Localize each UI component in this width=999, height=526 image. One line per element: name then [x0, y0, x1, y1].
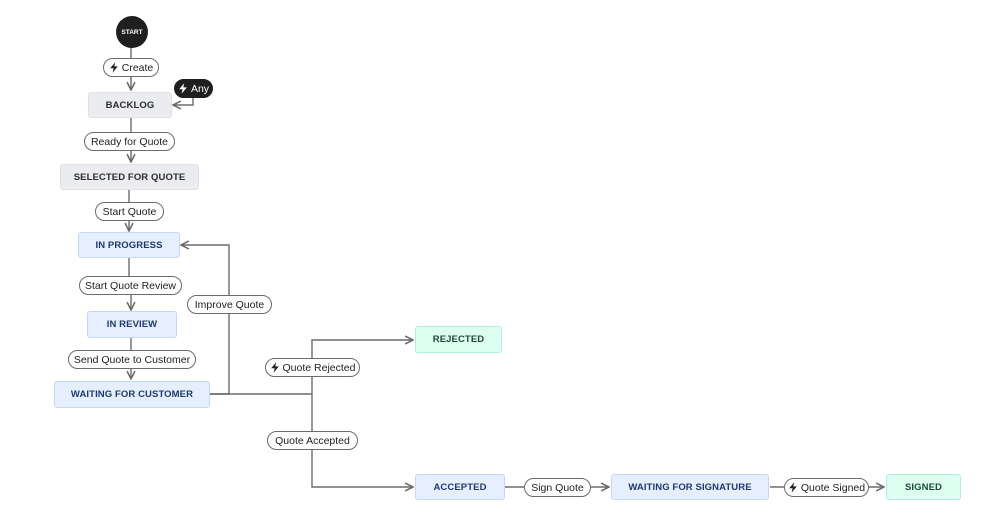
status-signed[interactable]: SIGNED	[886, 474, 961, 500]
transition-sign-quote[interactable]: Sign Quote	[524, 478, 591, 497]
status-label: WAITING FOR CUSTOMER	[70, 389, 194, 400]
edge-accepted	[311, 394, 413, 487]
edge-inprogress-inreview	[129, 258, 131, 310]
status-waiting-for-signature[interactable]: WAITING FOR SIGNATURE	[611, 474, 769, 500]
status-label: IN REVIEW	[106, 319, 158, 330]
status-label: SELECTED FOR QUOTE	[73, 171, 186, 183]
transition-label: Quote Accepted	[275, 434, 350, 447]
status-label: REJECTED	[432, 334, 485, 345]
status-label: WAITING FOR SIGNATURE	[628, 481, 752, 493]
lightning-bolt-icon	[788, 482, 798, 493]
status-selected-for-quote[interactable]: SELECTED FOR QUOTE	[60, 164, 199, 190]
edge-any-backlog	[173, 97, 194, 105]
transition-start-quote[interactable]: Start Quote	[95, 202, 164, 221]
transition-label: Start Quote Review	[84, 279, 177, 292]
transition-quote-rejected[interactable]: Quote Rejected	[265, 358, 360, 377]
transition-quote-signed[interactable]: Quote Signed	[784, 478, 869, 497]
transition-create[interactable]: Create	[103, 58, 159, 77]
status-in-review[interactable]: IN REVIEW	[87, 311, 177, 338]
transition-label: Start Quote	[102, 205, 157, 218]
transition-any[interactable]: Any	[174, 79, 213, 98]
status-label: SIGNED	[904, 481, 943, 493]
transition-label: Sign Quote	[531, 481, 584, 494]
transition-label: Ready for Quote	[90, 135, 169, 148]
transition-label: Send Quote to Customer	[73, 353, 191, 366]
status-waiting-for-customer[interactable]: WAITING FOR CUSTOMER	[54, 381, 210, 408]
status-backlog[interactable]: BACKLOG	[88, 92, 172, 118]
transition-label: Any	[190, 82, 210, 95]
transition-improve-quote[interactable]: Improve Quote	[187, 295, 272, 314]
edge-improve-quote-loop	[181, 245, 230, 395]
lightning-bolt-icon	[109, 62, 119, 73]
transition-ready-for-quote[interactable]: Ready for Quote	[84, 132, 175, 151]
start-label: START	[121, 28, 143, 36]
status-in-progress[interactable]: IN PROGRESS	[78, 232, 180, 258]
status-rejected[interactable]: REJECTED	[415, 326, 502, 353]
status-label: IN PROGRESS	[95, 239, 163, 251]
transition-label: Quote Signed	[800, 481, 866, 494]
start-node: START	[116, 16, 148, 48]
lightning-bolt-icon	[178, 83, 188, 94]
transition-label: Improve Quote	[194, 298, 265, 311]
status-label: BACKLOG	[105, 99, 155, 111]
transition-send-quote-to-customer[interactable]: Send Quote to Customer	[68, 350, 196, 369]
status-accepted[interactable]: ACCEPTED	[415, 474, 505, 500]
transition-label: Quote Rejected	[282, 361, 356, 374]
transition-quote-accepted[interactable]: Quote Accepted	[267, 431, 358, 450]
transition-label: Create	[121, 61, 154, 74]
lightning-bolt-icon	[270, 362, 280, 373]
transition-start-quote-review[interactable]: Start Quote Review	[79, 276, 182, 295]
status-label: ACCEPTED	[433, 481, 487, 493]
